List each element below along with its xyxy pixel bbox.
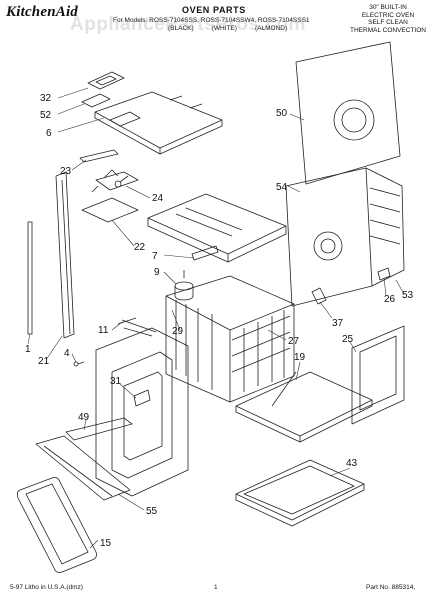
callout-9: 9 — [154, 267, 160, 278]
callout-50: 50 — [276, 108, 288, 119]
callout-37: 37 — [332, 318, 344, 329]
callout-24: 24 — [152, 193, 164, 204]
part-6-top-shield — [94, 91, 223, 155]
part-19-tray — [235, 371, 373, 443]
part-43-drip-pan — [235, 459, 365, 527]
callout-26: 26 — [384, 294, 396, 305]
part-50-back-panel — [295, 41, 401, 185]
part-9-convection-motor — [174, 270, 194, 301]
callout-54: 54 — [276, 182, 288, 193]
footer-page-number: 1 — [214, 584, 218, 591]
callout-22: 22 — [134, 242, 146, 253]
part-22-panel — [81, 197, 139, 223]
callout-4: 4 — [64, 348, 70, 359]
part-26-clip — [377, 267, 391, 281]
callout-11: 11 — [98, 325, 109, 336]
part-52-bracket — [81, 93, 111, 108]
part-54-rear-frame — [285, 167, 405, 307]
brand-logo: KitchenAid — [6, 4, 79, 20]
callout-labels: 32 52 6 23 24 22 7 9 11 29 4 21 1 27 31 … — [25, 93, 414, 549]
callout-25: 25 — [342, 334, 354, 345]
part-front-frame — [95, 327, 189, 497]
callout-19: 19 — [294, 352, 306, 363]
part-11-harness — [117, 317, 157, 337]
footer-litho: 5-97 Litho in U.S.A.(dmz) — [10, 584, 83, 591]
product-line-4: THERMAL CONVECTION — [350, 26, 426, 34]
part-15-gasket — [16, 477, 97, 573]
callout-49: 49 — [78, 412, 90, 423]
footer-part-number: Part No. 885314, — [366, 584, 416, 591]
callout-27: 27 — [288, 336, 300, 347]
model-list: For Models: ROSS-7104SSS, ROSS-7104SSW4,… — [113, 17, 310, 24]
callout-55: 55 — [146, 506, 158, 517]
leader-lines — [27, 87, 405, 549]
callout-1: 1 — [25, 344, 31, 355]
callout-7: 7 — [152, 251, 158, 262]
callout-31: 31 — [110, 376, 122, 387]
callout-21: 21 — [38, 356, 50, 367]
part-21-side-trim — [55, 171, 75, 339]
callout-29: 29 — [172, 326, 184, 337]
product-line-1: 30" BUILT-IN — [369, 4, 407, 11]
part-27-oven-cavity — [165, 275, 295, 403]
part-1-rod — [27, 221, 33, 335]
part-25-side-panel — [351, 325, 405, 425]
callout-23: 23 — [60, 166, 72, 177]
part-37-bracket — [311, 287, 327, 305]
part-49-strip — [65, 417, 133, 441]
watermark: AppliancePartsPros.com — [70, 14, 306, 35]
callout-15: 15 — [100, 538, 112, 549]
callout-53: 53 — [402, 290, 414, 301]
part-55-trim — [35, 435, 131, 501]
part-middle-shelf — [147, 193, 287, 263]
product-description: 30" BUILT-IN ELECTRIC OVEN SELF CLEAN TH… — [348, 4, 428, 34]
part-4-screw — [73, 361, 85, 367]
product-line-2: ELECTRIC OVEN — [361, 11, 415, 19]
callout-6: 6 — [46, 128, 52, 139]
part-23-bracket — [79, 149, 119, 163]
part-24-switch-assembly — [91, 169, 139, 193]
callout-43: 43 — [346, 458, 358, 469]
model-colors: (BLACK) (WHITE) (ALMOND) — [168, 25, 288, 32]
product-line-3: SELF CLEAN — [368, 19, 408, 27]
diagram-title: OVEN PARTS — [182, 5, 246, 15]
callout-52: 52 — [40, 110, 52, 121]
part-31-lamp — [133, 389, 151, 407]
part-32-plate — [87, 71, 125, 90]
callout-32: 32 — [40, 93, 52, 104]
